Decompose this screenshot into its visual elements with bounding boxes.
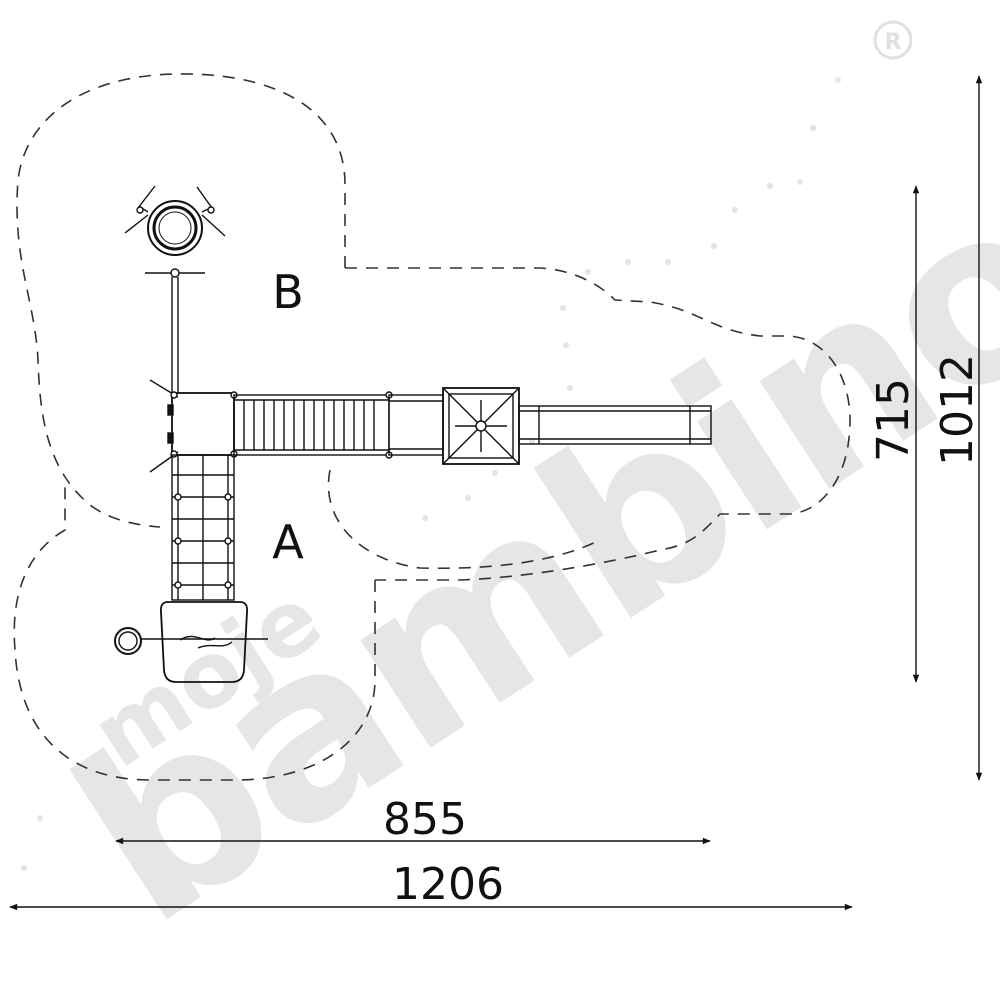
safety-zone-a-outline [13,485,376,781]
zone-label-a: A [272,515,304,569]
safety-zone-b-outline [16,73,346,528]
playground-equipment [114,185,712,683]
safety-zone-inner-outline [327,469,601,570]
slide [518,405,712,445]
roofed-tower [442,387,520,465]
bottom-platform [114,601,268,683]
registered-mark-icon: R [873,20,913,60]
suspension-bridge [233,391,393,459]
zone-label-b: B [272,265,304,319]
dimension-label-height-inner: 715 [868,378,919,462]
safety-zone-outlines [13,73,851,781]
corner-tower [149,379,238,473]
connector-platform [388,394,444,456]
climbing-pole-ring [124,185,226,393]
net-climber [171,454,235,601]
dimension-label-height-outer: 1012 [932,354,983,466]
dimension-label-width-inner: 855 [383,794,467,845]
watermark: bambino moje R [21,20,1000,977]
safety-zone-slide-outline [345,267,851,581]
svg-text:R: R [885,30,902,55]
dimension-label-width-outer: 1206 [392,859,504,910]
dimension-lines [9,75,983,911]
